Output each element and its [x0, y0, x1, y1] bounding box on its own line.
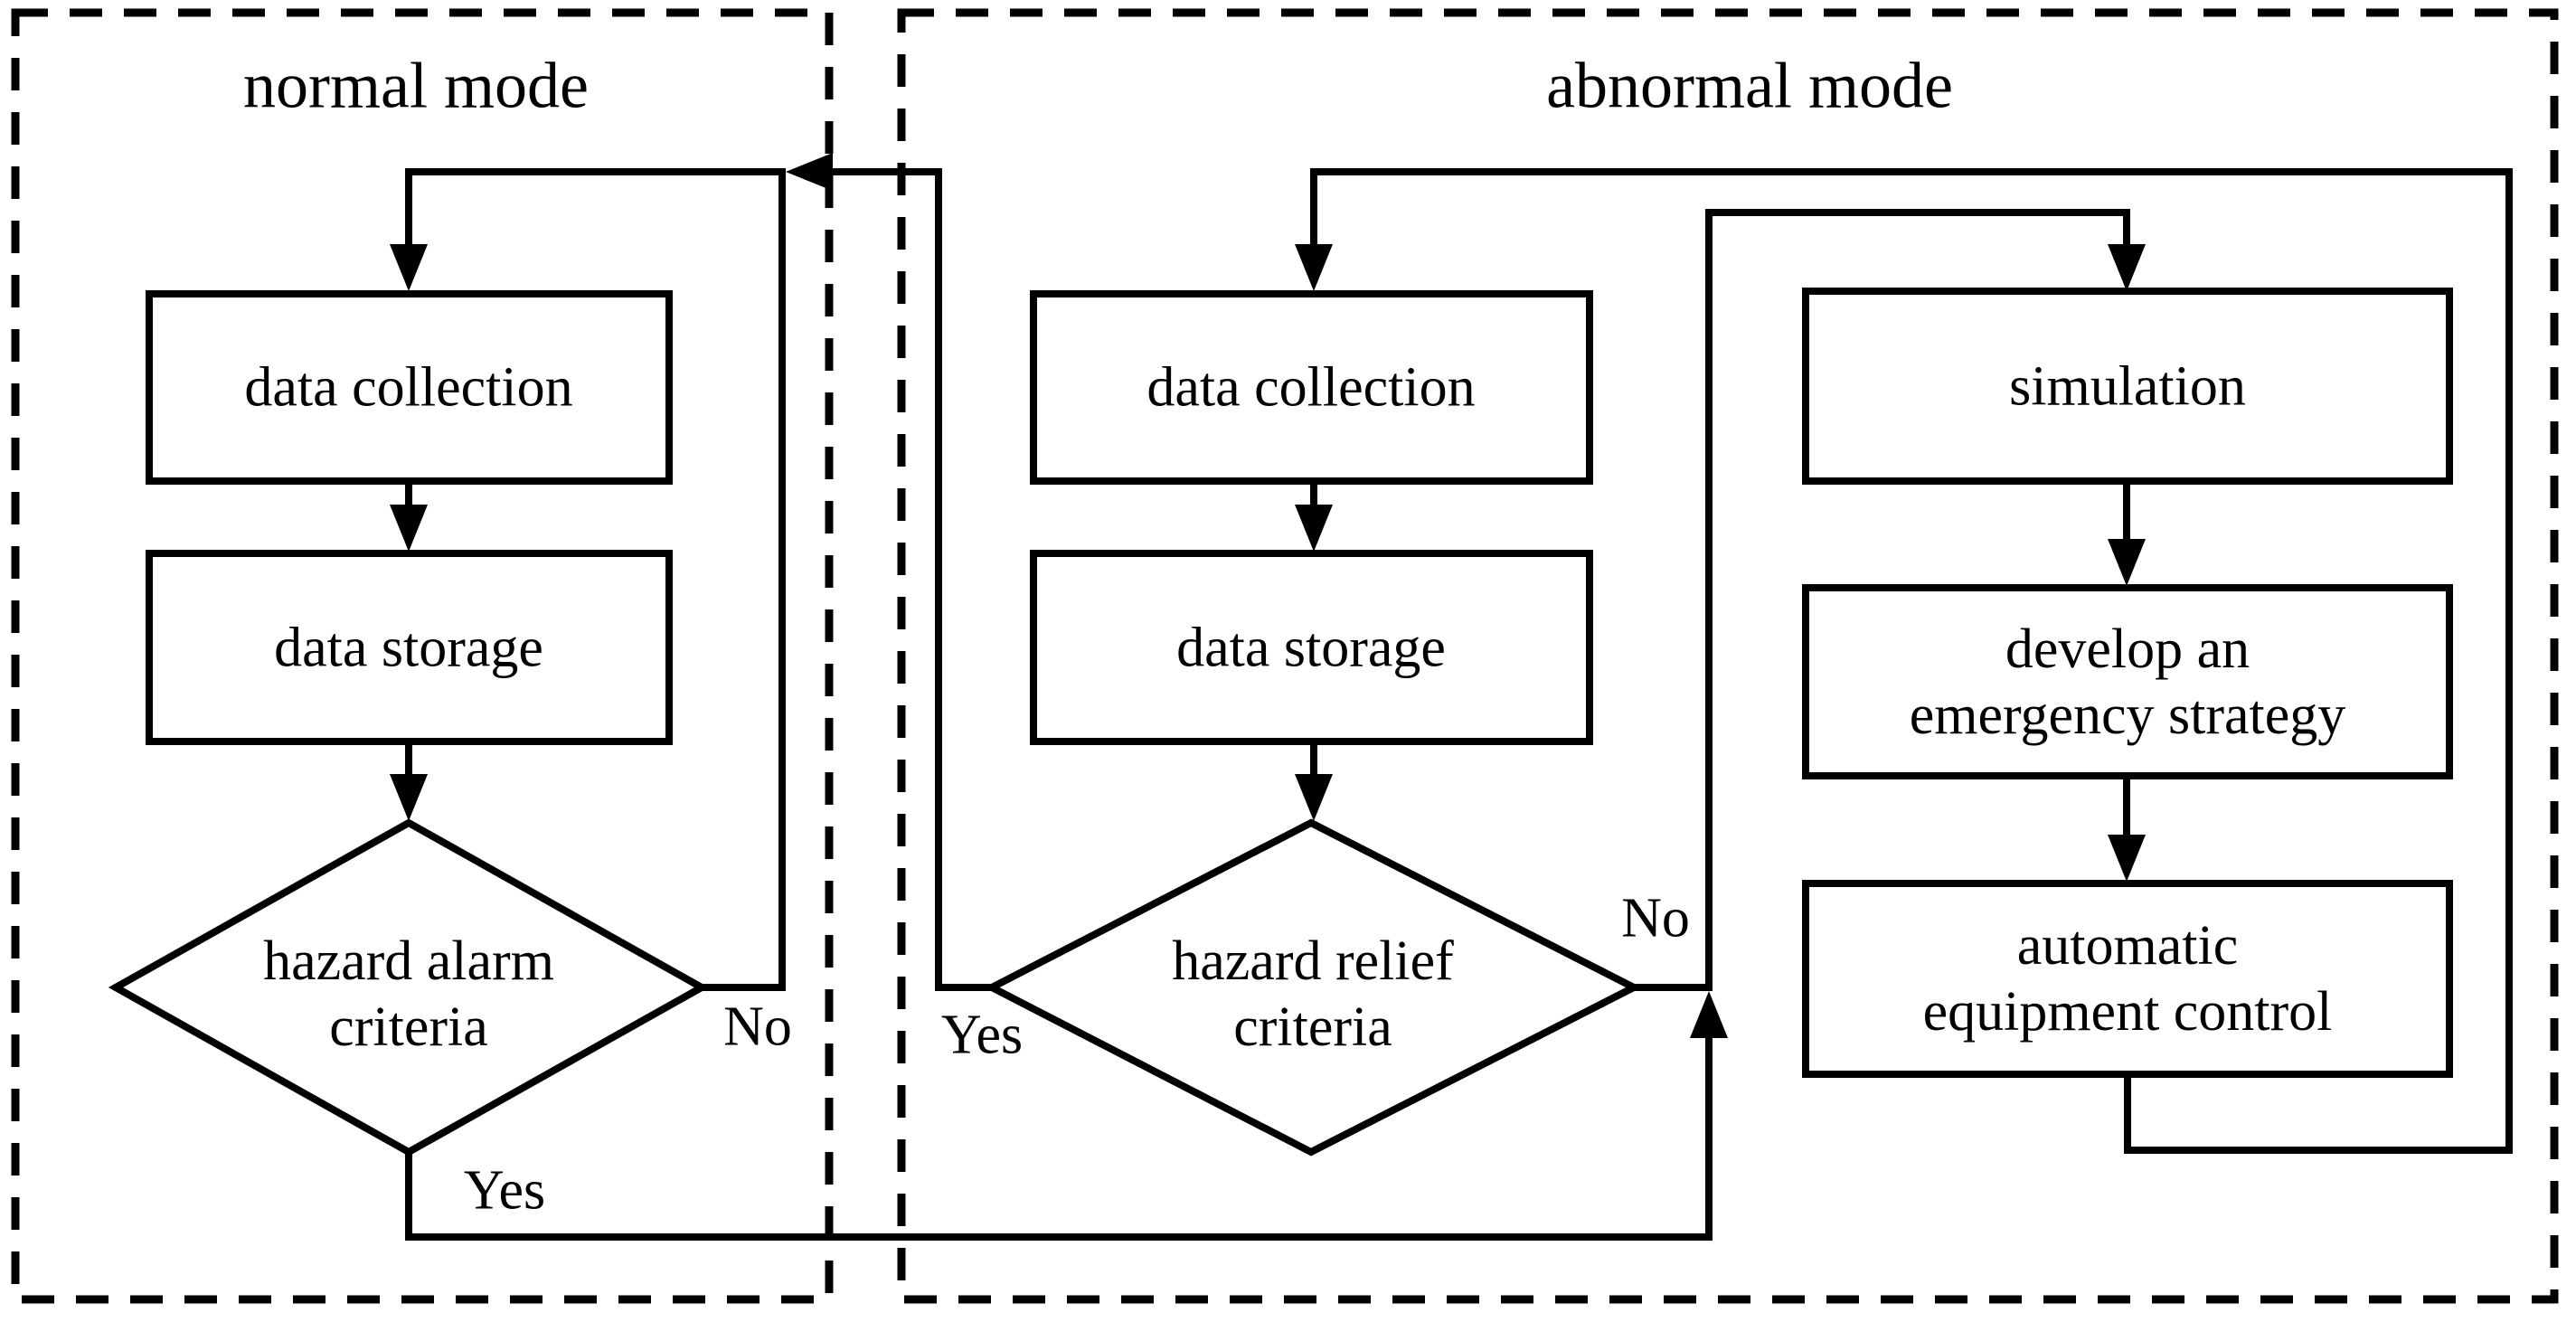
arrowhead-into-normal-collection: [390, 244, 428, 291]
strategy-label: develop an emergency strategy: [1909, 618, 2346, 746]
hazard-relief-criteria-label: hazard relief criteria: [1172, 930, 1454, 1058]
arrowhead-junction-up: [1690, 991, 1728, 1038]
normal-data-collection-label: data collection: [244, 356, 573, 419]
normal-data-collection-box: [146, 290, 673, 485]
hazard-alarm-criteria-label: hazard alarm criteria: [263, 930, 554, 1058]
abnormal-data-collection-label: data collection: [1146, 356, 1476, 419]
edge-normal-no-loop: [405, 168, 786, 991]
strategy-box: [1802, 584, 2453, 779]
arrowhead-abnormal-yes-left: [786, 153, 833, 191]
simulation-box: [1802, 288, 2453, 485]
abnormal-data-collection-box: [1030, 290, 1593, 485]
edge-normal-yes-to-junction: [405, 1036, 1713, 1241]
arrowhead-strategy-control: [2108, 835, 2146, 882]
arrowhead-normal-collection-storage: [390, 505, 428, 552]
abnormal-yes-label: Yes: [940, 1004, 1024, 1066]
abnormal-no-label: No: [1621, 887, 1690, 949]
arrowhead-into-simulation: [2108, 244, 2146, 291]
edge-control-return-loop: [1310, 168, 2513, 1154]
arrowhead-abnormal-storage-decision: [1295, 774, 1333, 821]
hazard-relief-diamond: [984, 818, 1642, 1157]
edge-abnormal-yes-to-normal-loop: [833, 168, 992, 991]
control-box: [1802, 880, 2453, 1078]
abnormal-mode-border: [897, 8, 2559, 1304]
hazard-alarm-diamond: [108, 818, 710, 1157]
normal-data-storage-box: [146, 550, 673, 745]
abnormal-data-storage-label: data storage: [1176, 617, 1446, 679]
abnormal-data-storage-box: [1030, 550, 1593, 745]
normal-data-storage-label: data storage: [274, 617, 543, 679]
simulation-label: simulation: [2009, 355, 2246, 418]
arrowhead-normal-storage-decision: [390, 774, 428, 821]
control-label: automatic equipment control: [1922, 914, 2333, 1043]
arrowhead-abnormal-collection-storage: [1295, 505, 1333, 552]
normal-mode-title: normal mode: [243, 49, 589, 122]
arrowhead-into-abnormal-collection: [1295, 244, 1333, 291]
normal-mode-border: [11, 8, 834, 1304]
normal-yes-label: Yes: [463, 1159, 546, 1222]
normal-no-label: No: [723, 996, 792, 1058]
abnormal-mode-title: abnormal mode: [1546, 49, 1953, 122]
arrowhead-simulation-strategy: [2108, 539, 2146, 586]
edge-abnormal-no-to-simulation: [1634, 209, 2130, 991]
